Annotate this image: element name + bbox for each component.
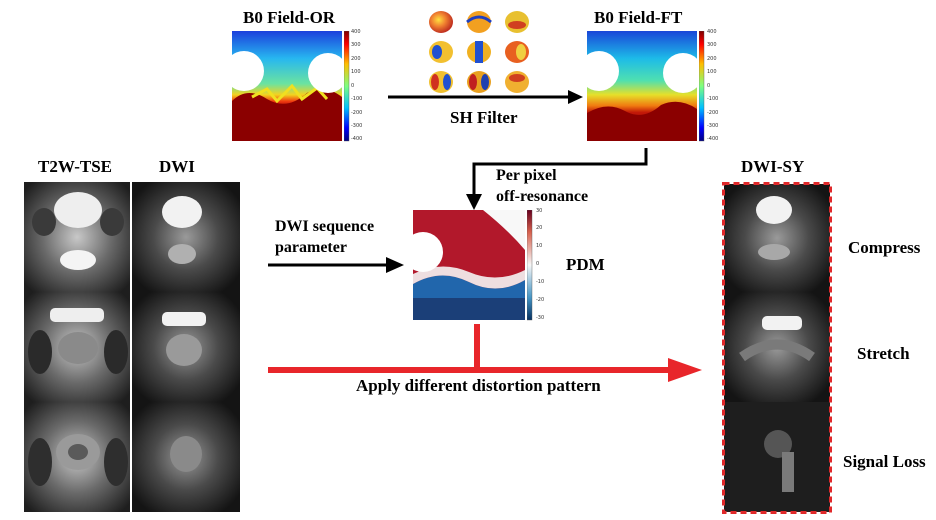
tick: 300	[351, 42, 361, 48]
dwi-images	[132, 182, 240, 512]
pdm-label: PDM	[566, 255, 605, 274]
tick: 0	[707, 83, 711, 89]
b0-ft-colorbar-ticks: 400 300 200 100 0 -100 -200 -300 -400	[707, 29, 727, 145]
dwi-sy-title: DWI-SY	[741, 157, 805, 176]
tick: 20	[536, 225, 543, 231]
b0-field-or-map	[232, 31, 342, 141]
tick: -300	[351, 123, 363, 129]
dwi-sy-images	[722, 182, 832, 514]
b0-field-ft-title: B0 Field-FT	[594, 8, 683, 27]
tick: 0	[351, 83, 355, 89]
t2w-tse-title: T2W-TSE	[38, 157, 113, 176]
b0-ft-colorbar	[699, 31, 705, 142]
tick: -300	[707, 123, 719, 129]
sh-filter-label: SH Filter	[450, 108, 518, 127]
dwi-sy-compress	[724, 184, 830, 292]
dwi-seq-label-line2: parameter	[275, 239, 347, 256]
t2w-tse-images	[24, 182, 130, 512]
sh-filter-arrow	[388, 90, 583, 104]
per-pixel-label-line1: Per pixel	[496, 167, 557, 184]
tick: -200	[351, 110, 363, 116]
tick: -100	[707, 96, 719, 102]
dwi-sy-dashed-border	[722, 182, 832, 514]
apply-distortion-arrow	[268, 324, 702, 382]
sh-ball-row-3	[429, 71, 529, 93]
sh-basis-grid	[429, 11, 529, 93]
b0-field-or-title: B0 Field-OR	[243, 8, 336, 27]
tick: 0	[536, 261, 540, 267]
dwi-seq-arrow	[268, 257, 404, 273]
stretch-label: Stretch	[857, 344, 910, 363]
tick: -10	[536, 279, 545, 285]
pdm-colorbar-ticks: 30 20 10 0 -10 -20 -30	[536, 208, 556, 324]
per-pixel-label-line2: off-resonance	[496, 188, 589, 205]
tick: -100	[351, 96, 363, 102]
tick: 200	[351, 56, 361, 62]
dwi-sy-signal-loss	[724, 402, 830, 512]
tick: 10	[536, 243, 543, 249]
sh-ball-row-2	[429, 41, 529, 63]
tick: -400	[351, 136, 363, 142]
tick: 30	[536, 208, 543, 214]
tick: -20	[536, 297, 545, 303]
signal-loss-label: Signal Loss	[843, 452, 926, 471]
tick: 400	[707, 29, 717, 35]
per-pixel-arrow	[466, 148, 648, 210]
b0-or-colorbar	[344, 31, 350, 142]
compress-label: Compress	[848, 238, 921, 257]
t2w-slice-3	[24, 402, 130, 512]
b0-field-ft-map	[587, 31, 697, 141]
tick: 100	[707, 69, 717, 75]
dwi-slice-2	[132, 292, 240, 402]
tick: -30	[536, 315, 545, 321]
dwi-seq-label-line1: DWI sequence	[275, 218, 375, 235]
dwi-sy-stretch	[724, 292, 830, 402]
pdm-colorbar	[527, 210, 533, 321]
apply-distortion-label: Apply different distortion pattern	[356, 376, 601, 395]
pdm-map	[413, 210, 525, 320]
tick: 400	[351, 29, 361, 35]
sh-ball-row-1	[429, 11, 529, 33]
t2w-slice-2	[24, 292, 130, 402]
tick: 200	[707, 56, 717, 62]
b0-or-colorbar-ticks: 400 300 200 100 0 -100 -200 -300 -400	[351, 29, 371, 145]
tick: 100	[351, 69, 361, 75]
dwi-title: DWI	[159, 157, 195, 176]
tick: -200	[707, 110, 719, 116]
tick: 300	[707, 42, 717, 48]
t2w-slice-1	[24, 182, 130, 292]
tick: -400	[707, 136, 719, 142]
dwi-slice-3	[132, 402, 240, 512]
dwi-slice-1	[132, 182, 240, 292]
